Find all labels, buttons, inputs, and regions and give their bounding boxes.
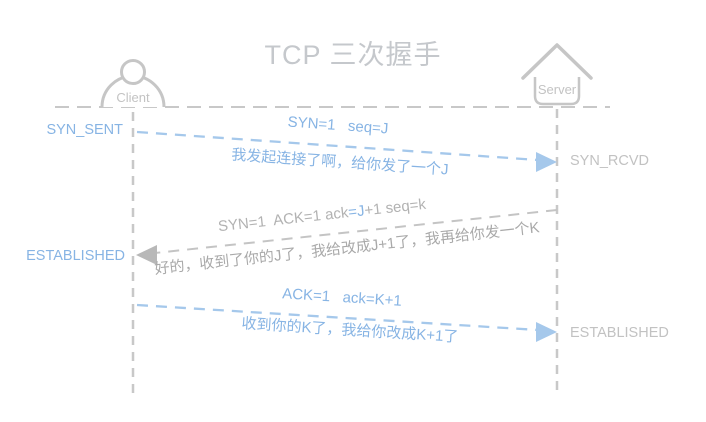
client-label: Client bbox=[116, 90, 150, 105]
server-house-icon bbox=[521, 43, 593, 106]
message-1-arrow bbox=[136, 130, 557, 172]
message-3-arrow bbox=[136, 303, 557, 342]
message-3-arrowhead-icon bbox=[536, 322, 557, 342]
message-2-arrow bbox=[136, 209, 558, 265]
message-2-arrowhead-icon bbox=[136, 245, 157, 265]
diagram-title: TCP 三次握手 bbox=[264, 40, 442, 70]
client-state-established: ESTABLISHED bbox=[26, 248, 125, 264]
server-state-established: ESTABLISHED bbox=[570, 325, 669, 341]
client-state-syn-sent: SYN_SENT bbox=[46, 122, 123, 138]
message-2-label-blue-j: =J bbox=[347, 202, 366, 222]
client-person-icon bbox=[100, 59, 166, 108]
server-label: Server bbox=[537, 82, 577, 97]
server-state-syn-rcvd: SYN_RCVD bbox=[570, 153, 649, 169]
message-1-arrowhead-icon bbox=[536, 152, 557, 172]
